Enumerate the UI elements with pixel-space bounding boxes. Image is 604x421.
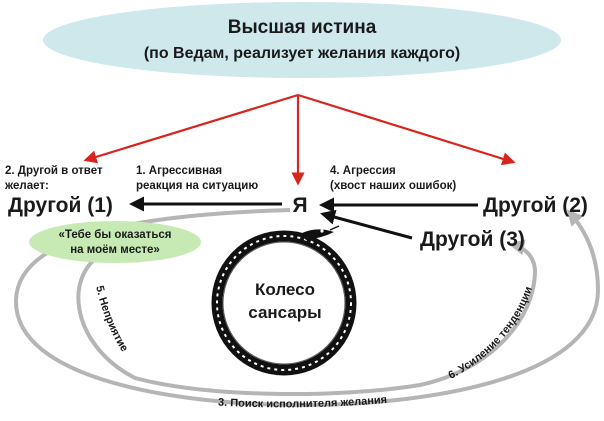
red-arrow-right xyxy=(297,93,516,166)
label-step4-line1: 4. Агрессия xyxy=(330,165,396,177)
snake-head xyxy=(300,229,334,240)
red-arrow-left xyxy=(83,93,299,164)
label-step3: 3. Поиск исполнителя желания xyxy=(218,394,388,410)
higher-truth-title: Высшая истина xyxy=(228,17,377,38)
wheel-label-line1: Колесо xyxy=(255,280,315,299)
wheel-label-line2: сансары xyxy=(248,303,321,322)
wish-line1: «Тебе бы оказаться xyxy=(59,229,172,241)
center-self: Я xyxy=(292,194,307,217)
gray-inner-loop xyxy=(76,239,538,396)
arrow-from-other3 xyxy=(320,209,413,240)
label-step2-line1: 2. Другой в ответ xyxy=(5,165,103,177)
label-step5: 5. Неприятие xyxy=(93,285,130,354)
label-step4-line2: (хвост наших ошибок) xyxy=(330,180,456,192)
wish-bubble xyxy=(29,221,201,263)
label-step2-line2: желает: xyxy=(4,180,49,192)
label-step1-line2: реакция на ситуацию xyxy=(136,180,258,192)
higher-truth-ellipse xyxy=(43,2,561,78)
black-arrows xyxy=(129,196,478,240)
node-other1: Другой (1) xyxy=(8,194,113,217)
samsara-wheel xyxy=(211,225,357,376)
label-step1-line1: 1. Агрессивная xyxy=(136,165,222,177)
wish-line2: на моём месте» xyxy=(70,244,160,256)
label-step6: 6. Усиление тенденции xyxy=(446,285,535,382)
higher-truth-subtitle: (по Ведам, реализует желания каждого) xyxy=(144,45,460,62)
node-other2: Другой (2) xyxy=(483,194,588,217)
node-other3: Другой (3) xyxy=(420,228,525,251)
red-arrows xyxy=(83,93,516,186)
